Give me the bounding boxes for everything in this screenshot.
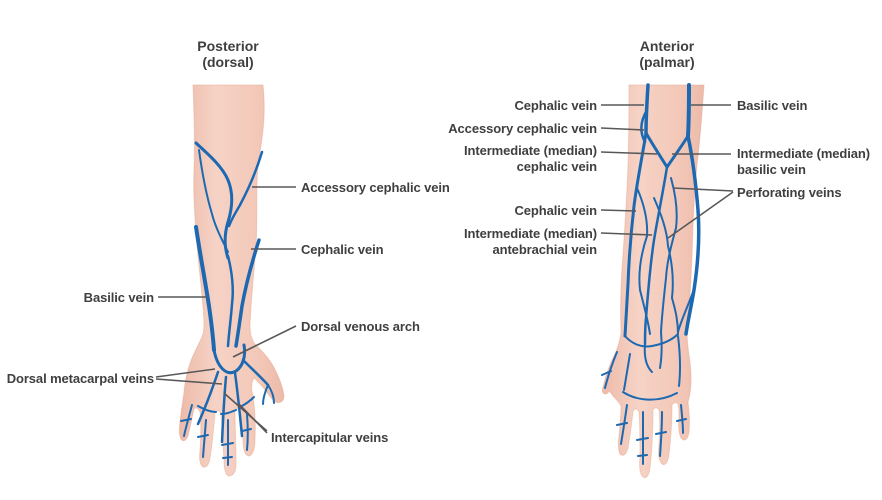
dorsal-metacarpal-vein-path: [220, 375, 228, 444]
cephalic-vein-lower-path: [234, 238, 261, 348]
dorsal-metacarpal-vein-path: [241, 358, 270, 387]
perforating-vein-path: [653, 177, 678, 299]
finger-vein-path: [180, 404, 252, 466]
cephalic-vein-continuation-path: [623, 131, 648, 338]
label-intercapitular-veins: Intercapitular veins: [271, 430, 389, 445]
palmar-arch-path: [622, 391, 678, 401]
label-perforating-veins: Perforating veins: [737, 185, 842, 200]
label-dorsal-venous-arch: Dorsal venous arch: [301, 319, 420, 334]
label-cephalic-vein-lower: Cephalic vein: [514, 203, 597, 218]
posterior-vein-network: [180, 141, 275, 466]
label-intermediate-median-antebrachial-vein: Intermediate (median) antebrachial vein: [464, 226, 597, 257]
cephalic-vein-upper-path: [194, 141, 234, 260]
posterior-panel-title: Posterior (dorsal): [197, 38, 259, 70]
label-accessory-cephalic-vein: Accessory cephalic vein: [448, 121, 597, 136]
label-basilic-vein: Basilic vein: [83, 290, 154, 305]
cephalic-vein-branch-path: [198, 149, 229, 253]
anterior-panel-title: Anterior (palmar): [639, 38, 695, 70]
wrist-vein-path: [623, 331, 682, 391]
label-intermediate-median-cephalic-vein: Intermediate (median) cephalic vein: [464, 143, 597, 174]
dorsal-metacarpal-vein-path: [196, 370, 220, 426]
label-dorsal-metacarpal-veins: Dorsal metacarpal veins: [6, 371, 154, 386]
posterior-arm-illustration: [155, 84, 297, 477]
cephalic-continuation-path: [226, 254, 235, 348]
thumb-vein-path: [601, 351, 618, 389]
posterior-leader-lines: [155, 186, 297, 434]
label-cephalic-vein: Cephalic vein: [301, 242, 384, 257]
thumb-vein-path: [262, 384, 275, 405]
intermediate-median-antebrachial-vein-path: [643, 165, 669, 346]
basilic-vein-path: [194, 225, 216, 352]
basilic-vein-top-path: [686, 83, 691, 138]
anterior-vein-network: [601, 83, 701, 465]
finger-vein-path: [616, 404, 687, 465]
dorsal-venous-arch-path: [212, 343, 247, 374]
anterior-leader-lines: [600, 104, 734, 239]
intermediate-median-basilic-vein-path: [665, 134, 690, 169]
forearm-plexus-path: [636, 187, 694, 335]
anterior-arm-illustration: [600, 83, 734, 479]
accessory-cephalic-vein-path: [227, 150, 264, 228]
intermediate-median-cephalic-vein-path: [644, 131, 669, 169]
label-intermediate-median-basilic-vein: Intermediate (median) basilic vein: [737, 146, 870, 177]
basilic-vein-continuation-path: [684, 134, 701, 336]
label-cephalic-vein-upper: Cephalic vein: [514, 98, 597, 113]
label-accessory-cephalic-vein: Accessory cephalic vein: [301, 180, 450, 195]
label-basilic-vein: Basilic vein: [737, 98, 808, 113]
